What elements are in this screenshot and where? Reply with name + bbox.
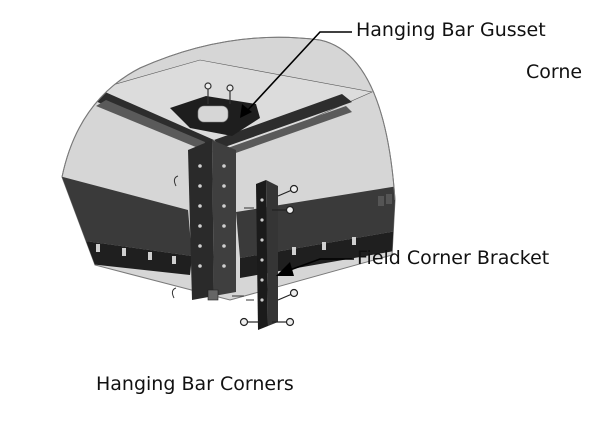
loose-fasteners (171, 175, 254, 299)
gusset-callout-label-continued: Corne (526, 61, 583, 83)
figure-caption: Hanging Bar Corners (96, 373, 294, 395)
field-bracket-callout-label: Field Corner Bracket (357, 247, 550, 269)
corner-post (188, 140, 214, 300)
gusset-callout-label: Hanging Bar Gusset (356, 19, 546, 41)
gusset-leader (245, 31, 352, 113)
bracket-leader (289, 258, 354, 271)
gusset-bolts (204, 82, 234, 104)
edge-bolts (378, 194, 392, 206)
bracket-fasteners (239, 184, 299, 327)
right-top-rail (214, 94, 352, 148)
field-corner-bracket (256, 180, 268, 330)
